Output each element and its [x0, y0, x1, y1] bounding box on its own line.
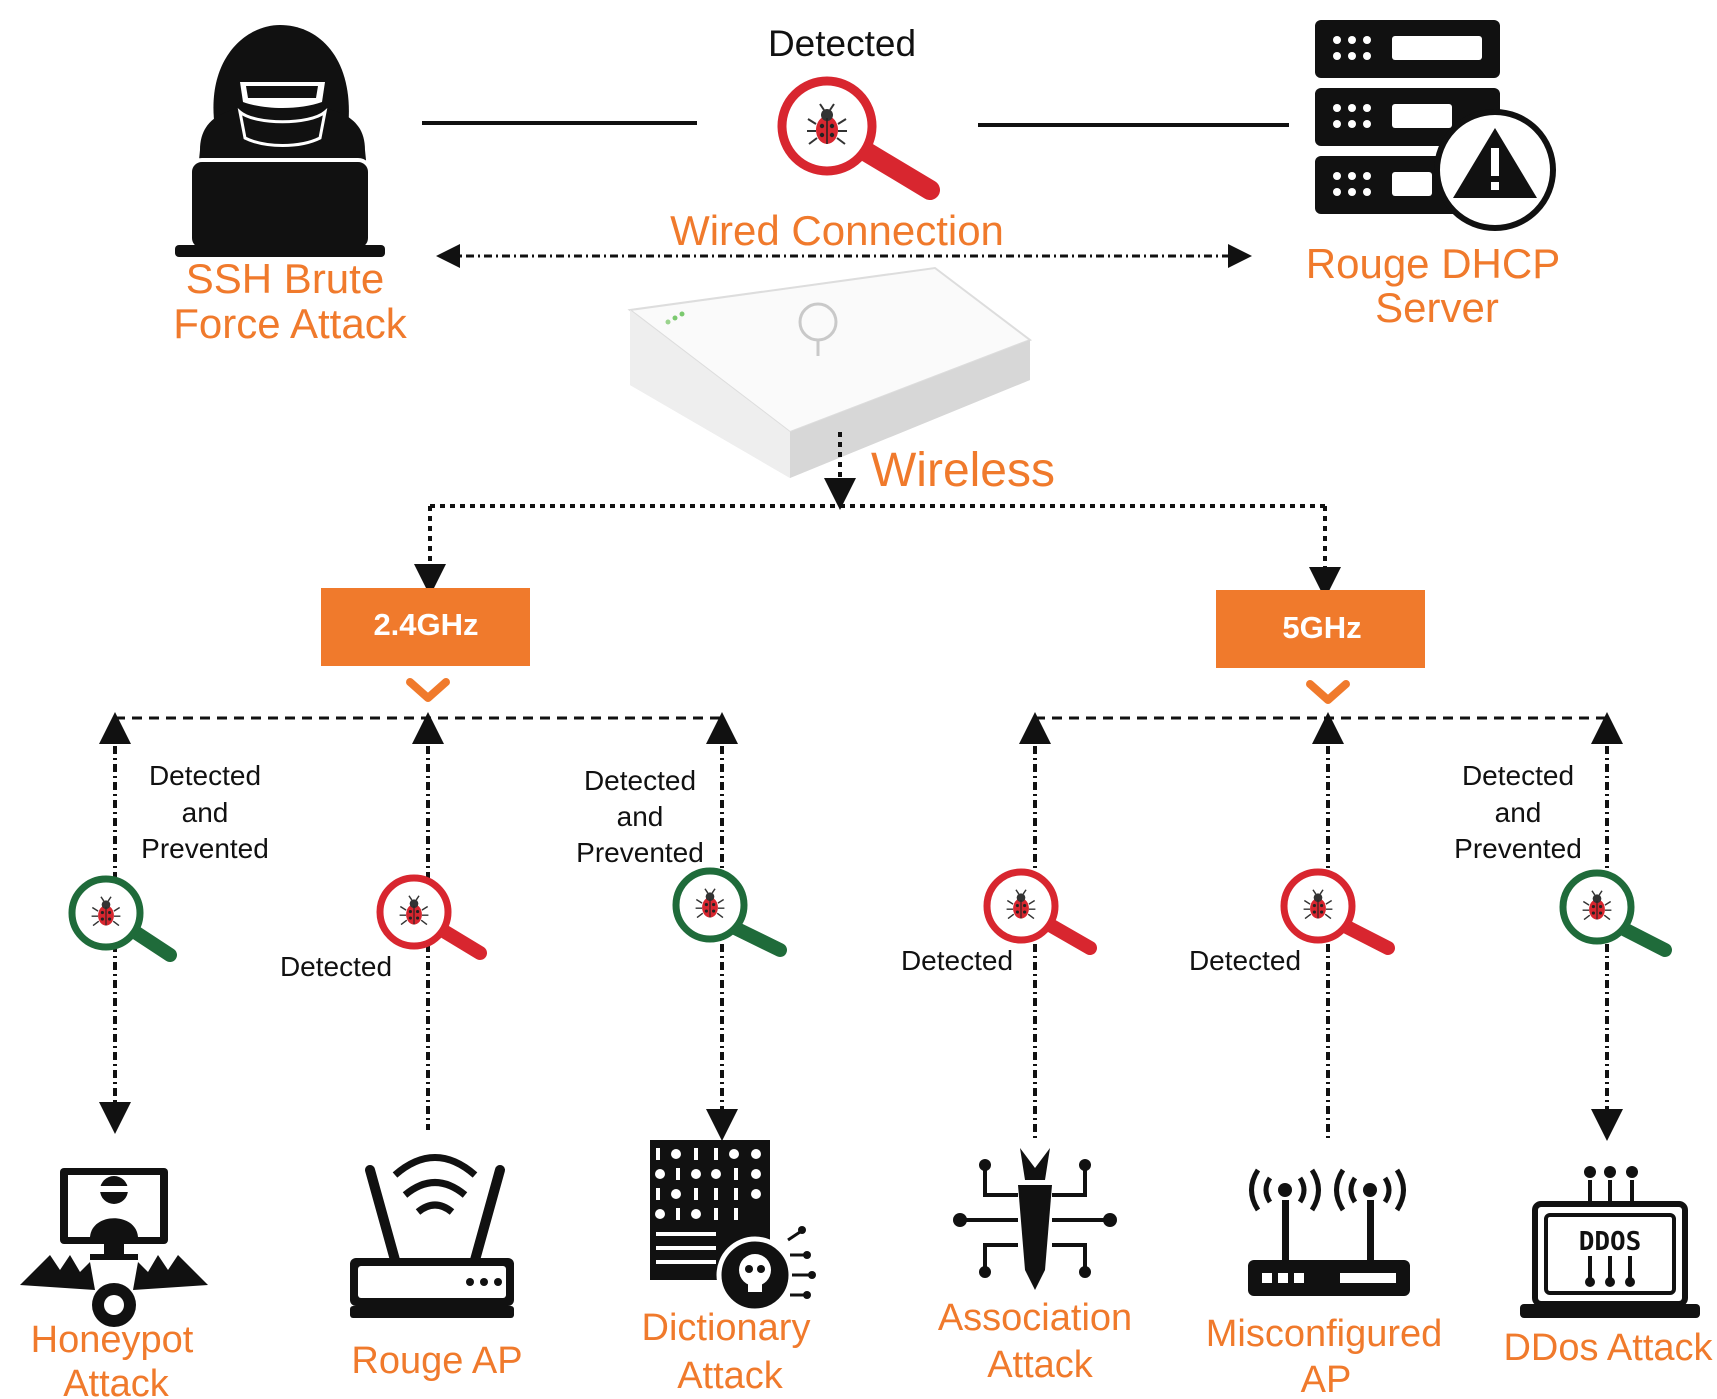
- rouge-ap-status: Detected: [280, 951, 392, 982]
- attacker-label-line2: Force Attack: [173, 300, 407, 347]
- wifi-router-icon: [1248, 1168, 1410, 1296]
- honeypot-label-line1: Honeypot: [31, 1319, 194, 1361]
- svg-text:Detected: Detected: [1462, 760, 1574, 791]
- ddos-screen-text: DDOS: [1579, 1227, 1642, 1257]
- honeypot-status: Detected and Prevented: [141, 760, 269, 864]
- svg-text:Detected: Detected: [149, 760, 261, 791]
- access-point-device: [627, 266, 1033, 478]
- band-5ghz-label: 5GHz: [1282, 610, 1361, 645]
- svg-text:Prevented: Prevented: [576, 837, 704, 868]
- magnifier-detected-icon: [983, 868, 1097, 955]
- svg-text:and: and: [1495, 797, 1542, 828]
- magnifier-detected-icon: [777, 76, 940, 200]
- band-24ghz-label: 2.4GHz: [373, 607, 478, 642]
- dictionary-label-line2: Attack: [677, 1355, 784, 1397]
- svg-text:and: and: [617, 801, 664, 832]
- attacker-label-line1: SSH Brute: [186, 255, 384, 302]
- chevron-down-icon: [1306, 680, 1350, 704]
- magnifier-detected-icon: [376, 874, 487, 960]
- svg-text:Detected: Detected: [584, 765, 696, 796]
- wireless-label: Wireless: [871, 444, 1055, 497]
- server-label-line1: Rouge DHCP: [1306, 240, 1560, 287]
- honeypot-label-line2: Attack: [63, 1363, 170, 1399]
- ddos-laptop-icon: DDOS: [1520, 1166, 1700, 1318]
- misconfigured-label-line1: Misconfigured: [1206, 1313, 1443, 1355]
- top-status-detected: Detected: [768, 23, 916, 64]
- dictionary-icon: [650, 1140, 816, 1314]
- magnifier-prevented-icon: [672, 867, 787, 957]
- association-status: Detected: [901, 945, 1013, 976]
- magnifier-prevented-icon: [68, 875, 177, 962]
- band-24ghz-box: [321, 588, 530, 666]
- svg-text:and: and: [182, 797, 229, 828]
- association-label-line1: Association: [938, 1297, 1132, 1339]
- chevron-down-icon: [406, 678, 450, 702]
- band-5ghz-box: [1216, 590, 1425, 668]
- rouge-ap-label: Rouge AP: [351, 1340, 522, 1382]
- dictionary-status: Detected and Prevented: [576, 765, 704, 868]
- hacker-icon: [175, 25, 385, 257]
- magnifier-prevented-icon: [1559, 869, 1672, 957]
- association-label-line2: Attack: [987, 1344, 1094, 1386]
- ddos-status: Detected and Prevented: [1454, 760, 1582, 864]
- wired-connection-label: Wired Connection: [670, 207, 1004, 254]
- bug-chip-icon: [953, 1148, 1117, 1290]
- dictionary-label-line1: Dictionary: [642, 1307, 811, 1349]
- server-label-line2: Server: [1375, 284, 1499, 331]
- ddos-label: DDos Attack: [1503, 1327, 1713, 1369]
- honeypot-icon: [20, 1168, 208, 1327]
- misconfigured-status: Detected: [1189, 945, 1301, 976]
- server-warning-icon: [1315, 20, 1556, 231]
- router-icon: [350, 1154, 514, 1318]
- magnifier-detected-icon: [1280, 868, 1395, 955]
- svg-text:Prevented: Prevented: [1454, 833, 1582, 864]
- svg-text:Prevented: Prevented: [141, 833, 269, 864]
- misconfigured-label-line2: AP: [1301, 1359, 1352, 1399]
